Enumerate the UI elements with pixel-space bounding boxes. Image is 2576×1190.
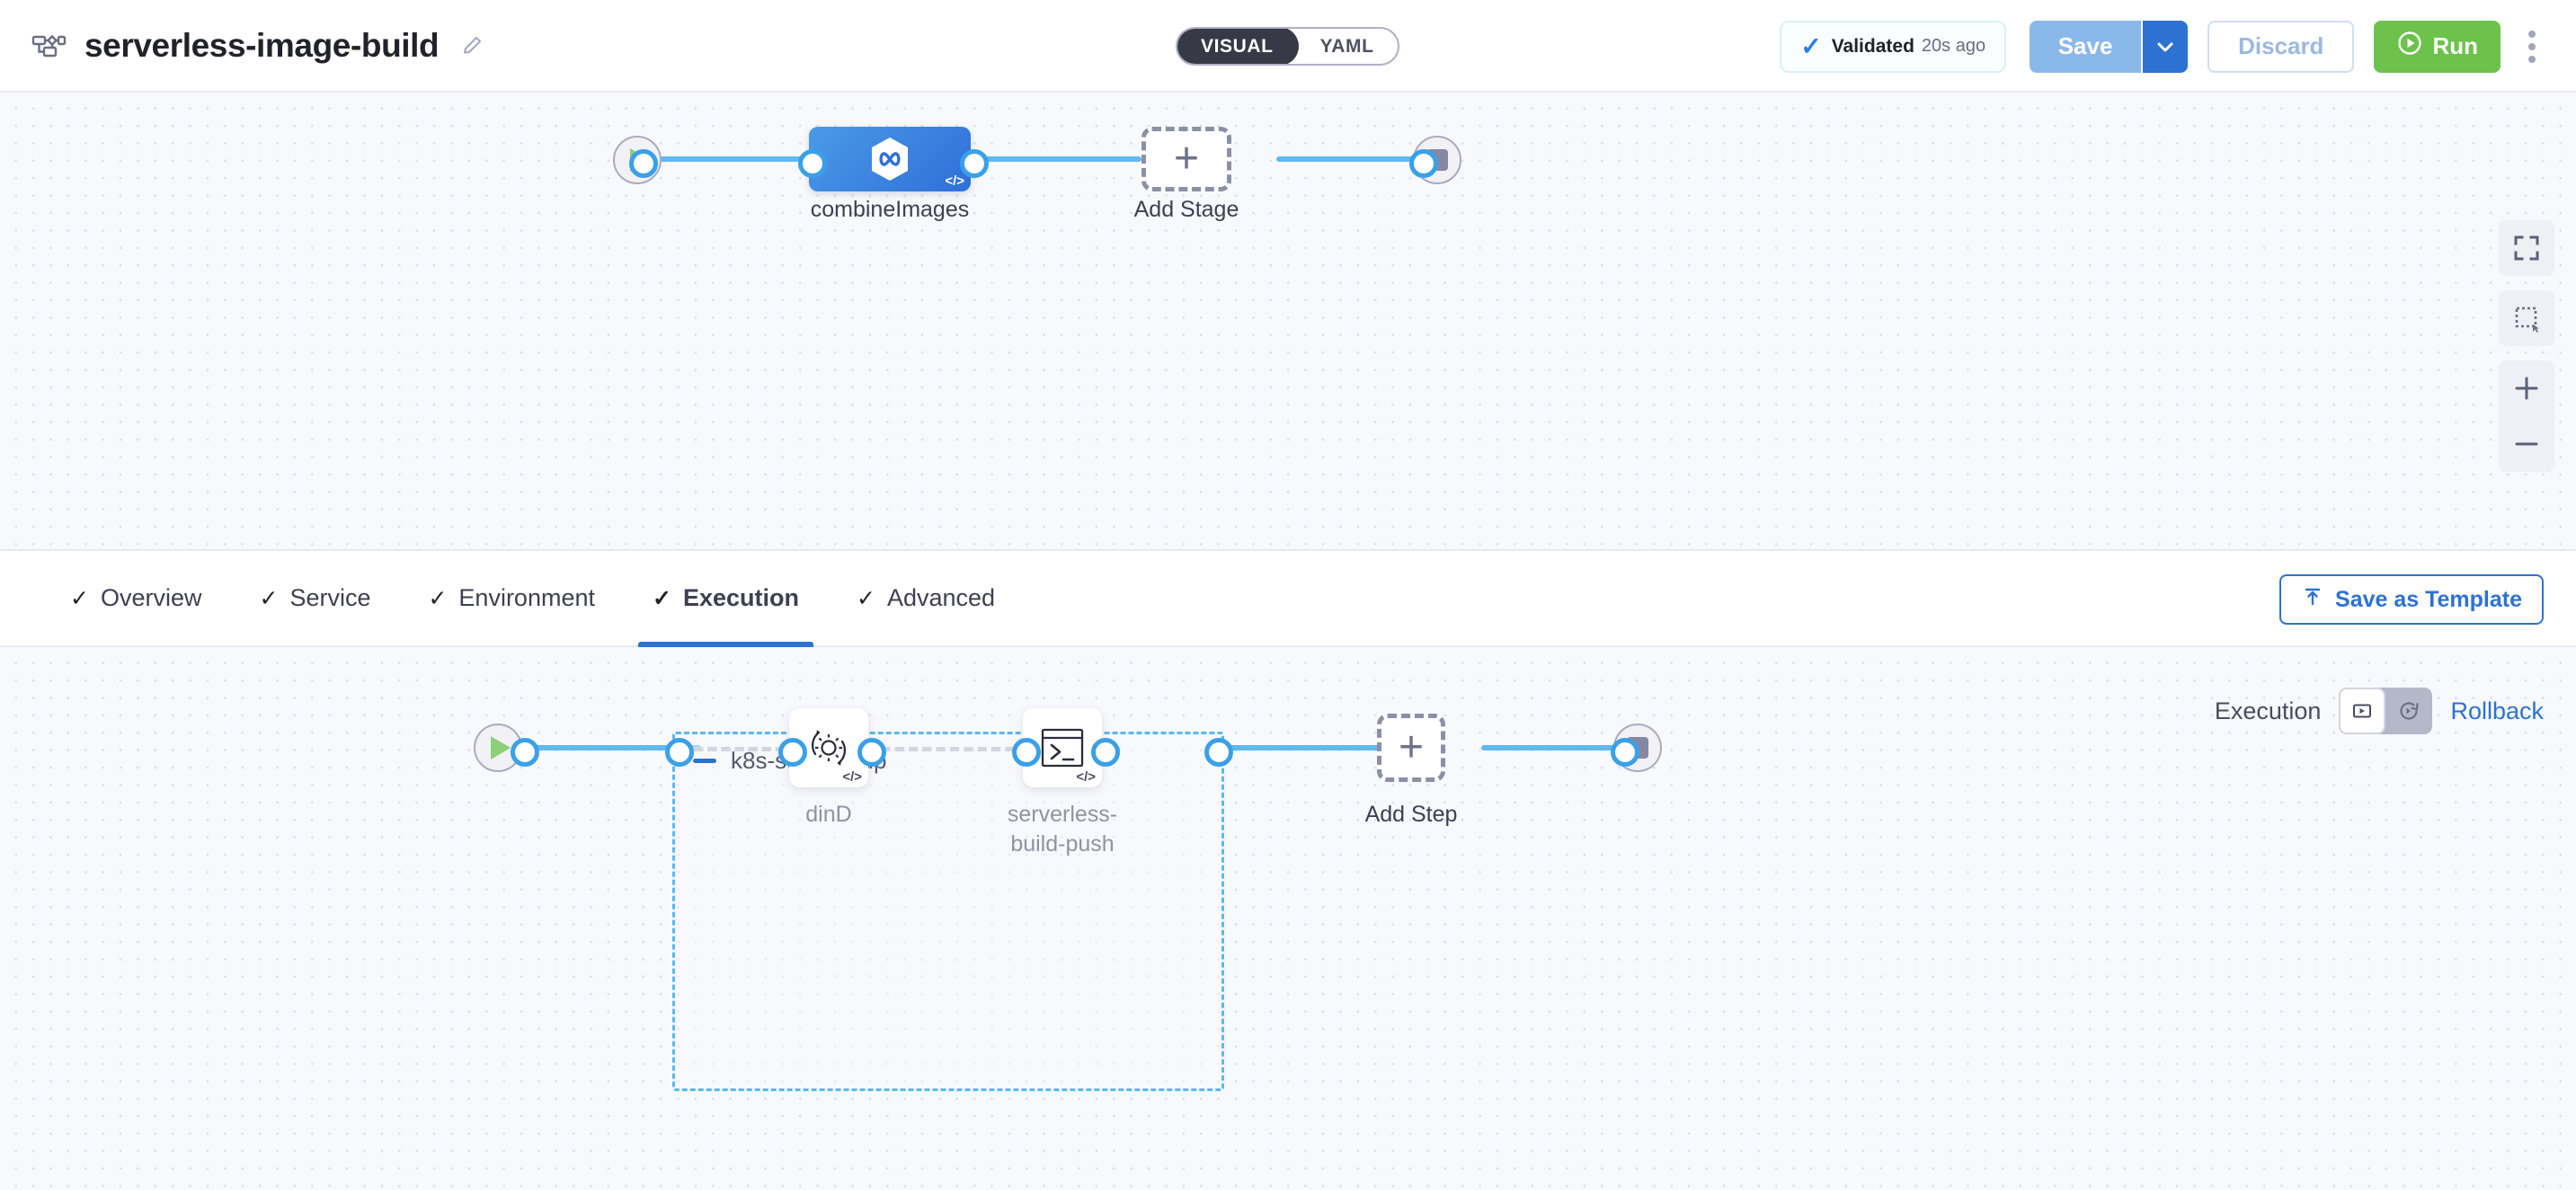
play-circle-icon [2396,30,2423,63]
page-title: serverless-image-build [84,26,440,64]
execution-start-output-port[interactable] [511,738,539,767]
code-badge-icon: </> [1076,769,1096,785]
stage-canvas[interactable]: </> combineImages + Add Stage [0,93,2576,549]
serverless-output-port[interactable] [1091,738,1120,767]
tab-service[interactable]: ✓ Service [230,551,399,645]
tab-label: Overview [100,584,202,611]
gear-refresh-icon [811,730,847,766]
stage-input-port[interactable] [798,149,827,178]
run-label: Run [2432,32,2478,59]
tab-label: Environment [458,584,595,611]
dind-input-port[interactable] [778,738,807,767]
stage-node-combineimages[interactable]: </> [809,127,971,191]
execution-label: Execution [2214,697,2322,724]
tab-label: Service [289,584,371,611]
edge-addstep-to-end [1481,745,1643,750]
app-header: serverless-image-build VISUAL YAML ✓ Val… [0,0,2576,93]
step-label-dind: dinD [805,802,852,827]
exec-rollback-toggle[interactable] [2339,688,2433,734]
tab-advanced[interactable]: ✓ Advanced [828,551,1024,645]
save-button-group: Save [2030,20,2189,73]
zoom-controls [2499,360,2554,472]
status-badge: ✓ Validated 20s ago [1780,20,2007,73]
tab-label: Execution [682,584,799,611]
header-actions: ✓ Validated 20s ago Save Discard Run [1780,0,2576,93]
save-as-template-button[interactable]: Save as Template [2279,574,2544,625]
group-output-port[interactable] [1204,738,1233,767]
check-icon: ✓ [428,585,448,611]
add-stage-button[interactable]: + [1141,127,1231,191]
check-icon: ✓ [856,585,875,611]
edge-dind-to-serverless [879,747,1023,751]
tab-environment[interactable]: ✓ Environment [399,551,624,645]
tab-overview[interactable]: ✓ Overview [41,551,230,645]
marquee-select-icon[interactable] [2499,290,2554,346]
step-label-line2: build-push [1010,831,1115,857]
toggle-visual[interactable]: VISUAL [1177,29,1299,64]
plus-icon: + [1398,724,1425,771]
discard-button[interactable]: Discard [2207,20,2355,73]
end-input-port[interactable] [1409,149,1438,178]
tab-label: Advanced [886,584,996,611]
zoom-out-button[interactable] [2499,416,2554,472]
save-template-icon [2301,585,2324,615]
add-stage-label: Add Stage [1133,197,1239,222]
step-label-line1: serverless- [1007,802,1118,827]
edge-stage-to-addstage [971,156,1141,162]
validated-label: Validated [1831,35,1914,57]
harness-hexagon-icon [872,138,908,181]
add-step-button[interactable]: + [1377,714,1445,782]
zoom-in-button[interactable] [2499,360,2554,416]
check-icon: ✓ [259,585,279,611]
edge-start-to-stage [640,156,811,162]
serverless-input-port[interactable] [1012,738,1041,767]
check-icon: ✓ [70,585,89,611]
pipeline-flow-icon [29,26,68,66]
stage-output-port[interactable] [960,149,989,178]
edge-addstage-to-end [1276,156,1420,162]
minus-icon[interactable] [693,759,716,763]
step-group-k8s[interactable]: k8s-step-group [672,732,1224,1091]
plus-icon: + [1173,135,1200,182]
edge-group-to-addstep [1221,745,1382,750]
validated-timestamp: 20s ago [1921,36,1986,56]
edge-start-to-group [521,745,701,750]
toggle-yaml[interactable]: YAML [1319,35,1374,57]
start-output-port[interactable] [629,149,658,178]
group-input-port[interactable] [665,738,694,767]
tab-execution[interactable]: ✓ Execution [624,551,828,647]
edge-group-to-dind [692,747,800,751]
play-icon [490,736,511,759]
header-left-group: serverless-image-build [0,26,485,66]
fit-screen-icon[interactable] [2499,220,2554,276]
rollback-label[interactable]: Rollback [2450,697,2544,724]
save-button[interactable]: Save [2030,20,2142,73]
add-step-label: Add Step [1364,802,1458,827]
code-badge-icon: </> [945,173,964,189]
chevron-down-icon[interactable] [2141,20,2189,73]
save-as-template-label: Save as Template [2335,586,2522,612]
execution-view-icon[interactable] [2339,688,2386,734]
execution-rollback-switch: Execution Rollback [2215,688,2544,734]
canvas-controls [2499,220,2554,472]
dind-output-port[interactable] [857,738,886,767]
code-badge-icon: </> [842,769,862,785]
step-label-serverless-build-push: serverless- build-push [985,800,1140,860]
check-icon: ✓ [1800,31,1822,60]
kebab-menu-icon[interactable] [2511,21,2553,73]
stage-tabbar: ✓ Overview ✓ Service ✓ Environment ✓ Exe… [0,549,2576,647]
execution-end-input-port[interactable] [1611,738,1639,767]
check-icon: ✓ [653,585,671,611]
terminal-icon [1041,728,1084,768]
run-button[interactable]: Run [2374,20,2500,73]
rollback-view-icon[interactable] [2385,688,2432,734]
visual-yaml-toggle[interactable]: VISUAL YAML [1176,27,1399,66]
stage-label-combineimages: combineImages [810,197,970,222]
tab-list: ✓ Overview ✓ Service ✓ Environment ✓ Exe… [0,551,1024,647]
execution-canvas[interactable]: k8s-step-group </> dinD [0,647,2576,1190]
pencil-icon[interactable] [458,32,485,59]
